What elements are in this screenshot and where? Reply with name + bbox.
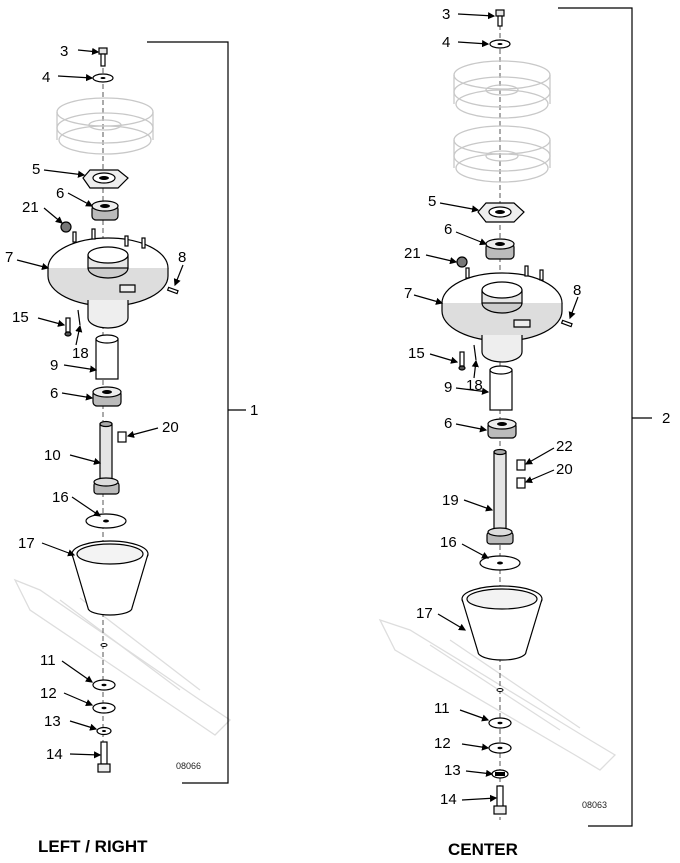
- callout-21: 21: [22, 199, 39, 216]
- center-part-22-key: [516, 459, 526, 471]
- left-bracket: 1 08066: [147, 41, 258, 784]
- left-part-12-washer: [92, 702, 116, 714]
- left-part-21-nut: [60, 221, 72, 233]
- left-part-15-bolt: [64, 317, 72, 337]
- left-part-10-spindle: [93, 420, 120, 495]
- center-assembly-title: CENTER: [448, 840, 518, 859]
- callout-6: 6: [444, 221, 452, 238]
- left-leaders: [16, 47, 184, 759]
- left-part-5-flange: [82, 169, 129, 189]
- bracket-ref-1: 1: [250, 402, 258, 419]
- callout-3: 3: [60, 43, 68, 60]
- callout-5: 5: [428, 193, 436, 210]
- center-bracket: 2 08063: [558, 7, 670, 827]
- left-pulley-ghost: [56, 97, 154, 155]
- left-part-14-bolt: [97, 741, 111, 773]
- left-part-20-key: [117, 431, 127, 443]
- left-assembly-title: LEFT / RIGHT: [38, 837, 148, 856]
- center-part-11-washer: [488, 717, 512, 729]
- drawing-code-center: 08063: [582, 800, 607, 810]
- callout-4: 4: [442, 34, 450, 51]
- left-part-18-pin: [77, 309, 81, 326]
- drawing-code-left: 08066: [176, 761, 201, 771]
- callout-12: 12: [434, 735, 451, 752]
- callout-3: 3: [442, 6, 450, 23]
- center-part-21-nut: [456, 256, 468, 268]
- left-callouts: 3 4 5 6 21 7 8 15 18 9 6 20 10 16 17 11 …: [5, 43, 186, 763]
- callout-22: 22: [556, 438, 573, 455]
- callout-15: 15: [408, 345, 425, 362]
- center-part-20-key: [516, 477, 526, 489]
- callout-12: 12: [40, 685, 57, 702]
- center-blade-watermark: [378, 618, 617, 771]
- callout-17: 17: [18, 535, 35, 552]
- callout-14: 14: [46, 746, 63, 763]
- callout-6: 6: [56, 185, 64, 202]
- callout-7: 7: [404, 285, 412, 302]
- callout-4: 4: [42, 69, 50, 86]
- center-part-13-lockwasher: [491, 769, 509, 779]
- center-leaders: [413, 12, 579, 802]
- callout-15: 15: [12, 309, 29, 326]
- callout-7: 7: [5, 249, 13, 266]
- callout-9: 9: [50, 357, 58, 374]
- center-part-17-cup: [461, 585, 543, 692]
- center-pulley-ghosts: [453, 60, 551, 183]
- left-part-7-housing: [47, 228, 169, 329]
- left-part-6-bearing-upper: [91, 200, 119, 221]
- bracket-ref-2: 2: [662, 410, 670, 427]
- left-part-8-pin: [166, 286, 179, 295]
- center-part-14-bolt: [493, 785, 507, 815]
- center-part-6-bearing-upper: [485, 238, 515, 260]
- callout-5: 5: [32, 161, 40, 178]
- callout-10: 10: [44, 447, 61, 464]
- callout-16: 16: [440, 534, 457, 551]
- center-part-19-spindle: [486, 448, 514, 545]
- center-callouts: 3 4 5 6 21 7 8 15 18 9 6 22 20 19 16 17 …: [404, 6, 581, 808]
- callout-20: 20: [162, 419, 179, 436]
- center-part-3-bolt: [495, 9, 505, 27]
- center-part-16-washer: [479, 555, 521, 571]
- callout-18: 18: [72, 345, 89, 362]
- callout-21: 21: [404, 245, 421, 262]
- center-part-9-spacer: [489, 365, 513, 411]
- callout-14: 14: [440, 791, 457, 808]
- center-part-12-washer: [488, 742, 512, 754]
- left-part-11-washer: [92, 679, 116, 691]
- center-assembly: 3 4 5 6 21 7 8 15 18 9 6 22 20 19 16 17 …: [378, 6, 670, 859]
- callout-13: 13: [44, 713, 61, 730]
- left-part-9-spacer: [95, 334, 119, 380]
- callout-11: 11: [40, 652, 56, 669]
- center-part-8-pin: [560, 319, 573, 328]
- center-part-18-pin: [473, 344, 477, 361]
- callout-18: 18: [466, 377, 483, 394]
- left-part-6-bearing-lower: [92, 386, 122, 407]
- callout-11: 11: [434, 700, 450, 717]
- left-assembly: 3 4 5 6 21 7 8 15 18 9 6 20 10 16 17 11 …: [5, 41, 258, 856]
- center-part-15-bolt: [458, 351, 466, 371]
- left-part-17-cup: [71, 540, 149, 647]
- callout-6-lower: 6: [50, 385, 58, 402]
- callout-8: 8: [178, 249, 186, 266]
- callout-16: 16: [52, 489, 69, 506]
- center-part-5-flange: [477, 202, 525, 223]
- callout-17: 17: [416, 605, 433, 622]
- callout-19: 19: [442, 492, 459, 509]
- callout-9: 9: [444, 379, 452, 396]
- callout-13: 13: [444, 762, 461, 779]
- callout-8: 8: [573, 282, 581, 299]
- center-part-7-housing: [441, 265, 563, 363]
- callout-20: 20: [556, 461, 573, 478]
- left-part-3-bolt: [98, 47, 108, 67]
- left-part-16-washer: [85, 513, 127, 529]
- left-part-13-lockwasher: [96, 726, 112, 736]
- center-part-6-bearing-lower: [487, 418, 517, 439]
- callout-6-lower: 6: [444, 415, 452, 432]
